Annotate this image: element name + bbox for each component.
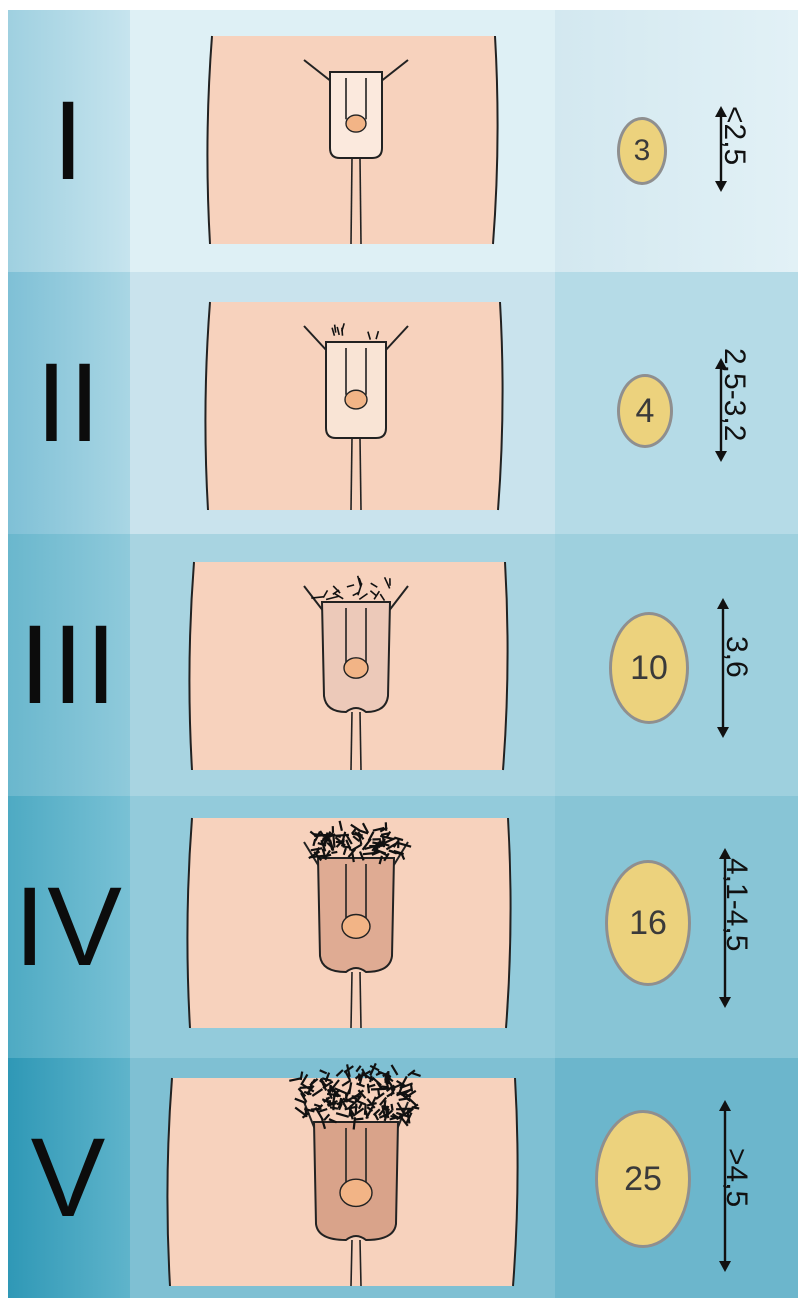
scrotum: [322, 602, 390, 712]
glans: [346, 115, 366, 132]
testicular-volume-value: 3: [634, 134, 651, 168]
stage-number: V: [31, 1122, 108, 1234]
stage-figure-cell: [130, 534, 555, 796]
stage-figure-cell: [130, 272, 555, 534]
stage-row-1: I 3 <2,5: [8, 10, 798, 272]
testis-size-cell: 25 >4,5: [555, 1058, 798, 1298]
testis-size-cell: 3 <2,5: [555, 10, 798, 272]
stage-number-cell: II: [8, 272, 130, 534]
genital-illustration: [130, 1058, 555, 1298]
stage-number-cell: I: [8, 10, 130, 272]
stage-figure-cell: [130, 796, 555, 1058]
stage-number: I: [52, 85, 85, 197]
testis-length-label: >4,5: [719, 1148, 753, 1207]
testicular-volume-oval: 4: [617, 374, 673, 448]
stage-figure-cell: [130, 1058, 555, 1298]
testicular-volume-value: 10: [630, 649, 668, 688]
genital-illustration: [130, 534, 555, 796]
testis-size-cell: 4 2,5-3,2: [555, 272, 798, 534]
stage-number: III: [19, 609, 118, 721]
testicular-volume-value: 4: [636, 392, 655, 431]
stage-number-cell: V: [8, 1058, 130, 1298]
stage-row-4: IV 16 4,1-4,5: [8, 796, 798, 1058]
stage-number: II: [36, 347, 102, 459]
glans: [345, 390, 367, 409]
testis-length-label: <2,5: [717, 106, 751, 165]
testis-size-cell: 10 3,6: [555, 534, 798, 796]
glans: [342, 915, 370, 939]
testis-length-label: 2,5-3,2: [717, 348, 751, 441]
tanner-stages-diagram: I 3 <2,5 II 4 2,5-3,2 II: [8, 10, 798, 1298]
glans: [344, 658, 368, 678]
stage-figure-cell: [130, 10, 555, 272]
glans: [340, 1179, 372, 1206]
stage-row-3: III 10 3,6: [8, 534, 798, 796]
testis-length-label: 3,6: [719, 636, 753, 678]
testicular-volume-oval: 25: [595, 1110, 691, 1248]
testicular-volume-oval: 16: [605, 860, 691, 986]
testicular-volume-oval: 3: [617, 117, 667, 185]
stage-number-cell: III: [8, 534, 130, 796]
stage-number-cell: IV: [8, 796, 130, 1058]
testis-size-cell: 16 4,1-4,5: [555, 796, 798, 1058]
testicular-volume-value: 25: [624, 1160, 662, 1199]
testicular-volume-value: 16: [629, 904, 667, 943]
genital-illustration: [130, 272, 555, 534]
stage-row-2: II 4 2,5-3,2: [8, 272, 798, 534]
genital-illustration: [130, 10, 555, 272]
genital-illustration: [130, 796, 555, 1058]
stage-number: IV: [14, 871, 124, 983]
testicular-volume-oval: 10: [609, 612, 689, 724]
testis-length-label: 4,1-4,5: [719, 858, 753, 951]
stage-row-5: V 25 >4,5: [8, 1058, 798, 1298]
